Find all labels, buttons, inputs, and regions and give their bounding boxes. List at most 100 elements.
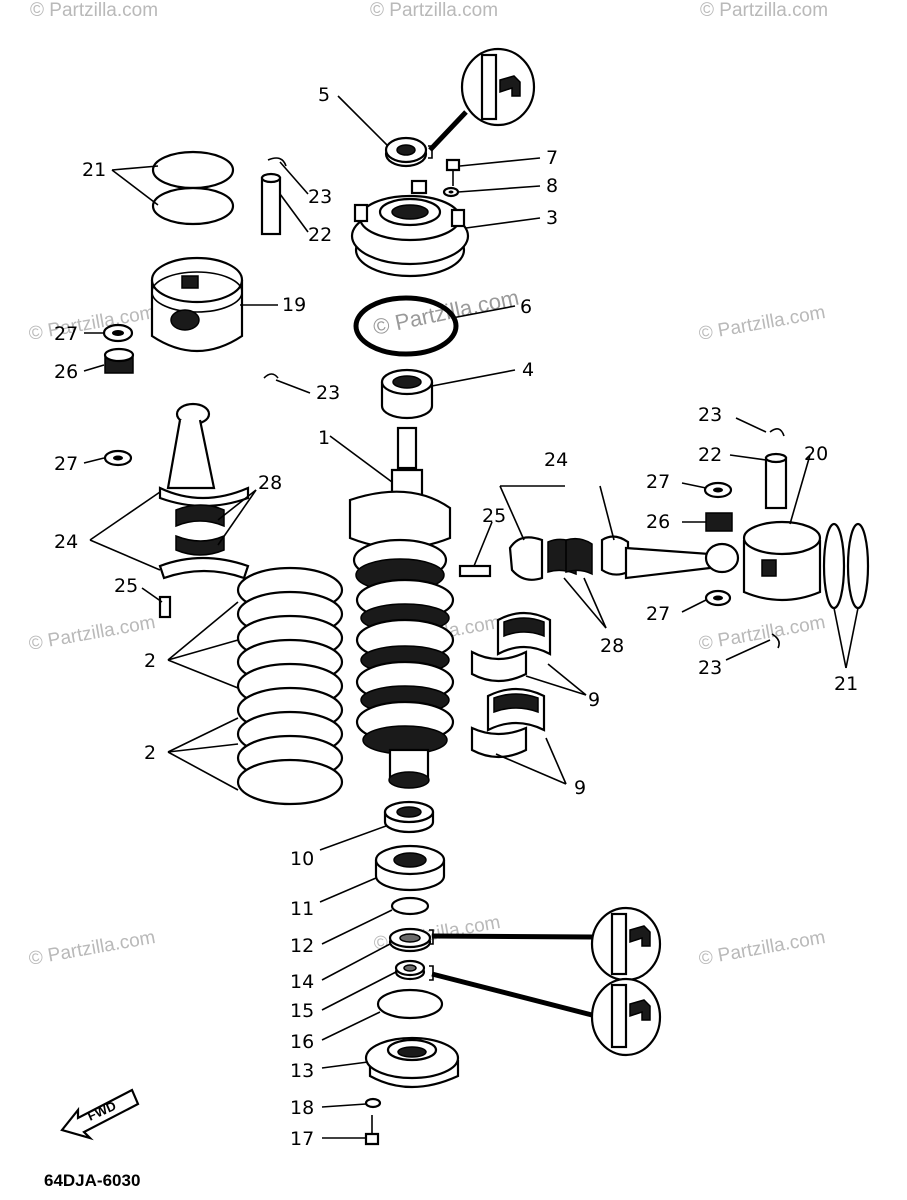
label-27-left-top[interactable]: 27 (54, 323, 78, 345)
grease-callout-lower-2[interactable] (431, 971, 662, 1057)
label-28-right[interactable]: 28 (600, 635, 624, 657)
piston-19[interactable] (150, 256, 244, 352)
rod-bolt-25-right[interactable] (458, 564, 492, 578)
watermark: © Partzilla.com (30, 0, 158, 21)
oil-seal-15[interactable] (394, 959, 434, 981)
fwd-arrow-icon: FWD (60, 1088, 140, 1141)
label-22-right[interactable]: 22 (698, 444, 722, 466)
diagram-code: 64DJA-6030 (44, 1171, 140, 1190)
watermark: © Partzilla.com (697, 302, 827, 345)
label-28-left[interactable]: 28 (258, 472, 282, 494)
bearing-10[interactable] (383, 800, 435, 834)
piston-rings-2[interactable] (236, 566, 344, 806)
label-13[interactable]: 13 (290, 1060, 314, 1082)
watermark: © Partzilla.com (27, 927, 157, 970)
piston-20[interactable] (742, 520, 822, 602)
watermark: © Partzilla.com (700, 0, 828, 21)
label-8[interactable]: 8 (546, 175, 558, 197)
piston-pin-22-left[interactable] (260, 172, 282, 236)
connecting-rod-24-left[interactable] (158, 402, 250, 508)
label-3[interactable]: 3 (546, 207, 558, 229)
label-4[interactable]: 4 (522, 359, 534, 381)
label-27-right-bottom[interactable]: 27 (646, 603, 670, 625)
circlip-23-left-top[interactable] (267, 157, 287, 167)
label-2-lower[interactable]: 2 (144, 742, 156, 764)
label-9-lower[interactable]: 9 (574, 777, 586, 799)
washer-27-right-top[interactable] (703, 481, 733, 499)
watermark: © Partzilla.com (370, 0, 498, 21)
bolt-7[interactable] (445, 158, 461, 186)
label-24-right[interactable]: 24 (544, 449, 568, 471)
rod-cap-24-left[interactable] (158, 556, 250, 580)
crankshaft-1[interactable] (348, 426, 455, 789)
label-1[interactable]: 1 (318, 427, 330, 449)
watermark: © Partzilla.com (697, 927, 827, 970)
label-15[interactable]: 15 (290, 1000, 314, 1022)
label-12[interactable]: 12 (290, 935, 314, 957)
part-labels: 5 7 8 3 6 4 1 21 23 22 19 27 26 23 27 28… (54, 84, 858, 1150)
lower-bearing-housing-13[interactable] (364, 1036, 460, 1089)
rod-bolt-25-left[interactable] (158, 595, 172, 619)
label-22-left[interactable]: 22 (308, 224, 332, 246)
needle-bearing-26-right[interactable] (705, 512, 733, 532)
label-23-left-top[interactable]: 23 (308, 186, 332, 208)
washer-18[interactable] (364, 1097, 382, 1109)
bearing-11[interactable] (374, 844, 446, 892)
label-11[interactable]: 11 (290, 898, 314, 920)
oil-seal-14[interactable] (388, 927, 434, 953)
label-10[interactable]: 10 (290, 848, 314, 870)
needle-bearing-26-left[interactable] (103, 347, 135, 374)
label-17[interactable]: 17 (290, 1128, 314, 1150)
label-5[interactable]: 5 (318, 84, 330, 106)
label-26-right[interactable]: 26 (646, 511, 670, 533)
needle-bearing-28-right[interactable] (547, 537, 593, 576)
circlip-23-right-bottom[interactable] (771, 633, 780, 649)
circlip-23-right-top[interactable] (769, 428, 785, 437)
needle-bearing-28-left[interactable] (175, 504, 225, 556)
oil-seal-5[interactable] (384, 136, 433, 168)
upper-bearing-housing-3[interactable] (350, 179, 470, 278)
watermark: © Partzilla.com (697, 612, 827, 655)
label-23-left-bottom[interactable]: 23 (316, 382, 340, 404)
label-19[interactable]: 19 (282, 294, 306, 316)
label-6[interactable]: 6 (520, 296, 532, 318)
label-23-right-bottom[interactable]: 23 (698, 657, 722, 679)
washer-8[interactable] (442, 186, 460, 198)
piston-pin-22-right[interactable] (764, 452, 788, 510)
circlip-12[interactable] (390, 896, 430, 916)
label-20[interactable]: 20 (804, 443, 828, 465)
label-21-left[interactable]: 21 (82, 159, 106, 181)
piston-ring-21-left[interactable] (151, 150, 235, 226)
o-ring-16[interactable] (376, 988, 444, 1020)
label-18[interactable]: 18 (290, 1097, 314, 1119)
label-24-left[interactable]: 24 (54, 531, 78, 553)
washer-27-left-top[interactable] (102, 323, 134, 343)
circlip-23-left-bottom[interactable] (263, 373, 279, 379)
label-25-right[interactable]: 25 (482, 505, 506, 527)
washer-27-right-bottom[interactable] (704, 589, 732, 607)
main-bearing-9-lower[interactable] (470, 687, 546, 759)
o-ring-6[interactable] (353, 295, 459, 357)
label-14[interactable]: 14 (290, 971, 314, 993)
label-27-right-top[interactable]: 27 (646, 471, 670, 493)
grease-callout-lower-1[interactable] (431, 906, 662, 982)
piston-ring-21-right[interactable] (822, 522, 870, 610)
rod-cap-24-right[interactable] (508, 536, 544, 581)
label-25-left[interactable]: 25 (114, 575, 138, 597)
label-9-upper[interactable]: 9 (588, 689, 600, 711)
label-21-right[interactable]: 21 (834, 673, 858, 695)
connecting-rod-24-right[interactable] (600, 535, 740, 580)
label-26-left[interactable]: 26 (54, 361, 78, 383)
label-16[interactable]: 16 (290, 1031, 314, 1053)
label-2-upper[interactable]: 2 (144, 650, 156, 672)
washer-27-left-bottom[interactable] (103, 449, 133, 467)
leader-lines (83, 95, 859, 1139)
label-7[interactable]: 7 (546, 147, 558, 169)
label-23-right-top[interactable]: 23 (698, 404, 722, 426)
grease-callout-top[interactable] (428, 47, 536, 152)
bolt-17[interactable] (364, 1115, 380, 1146)
label-27-left-bottom[interactable]: 27 (54, 453, 78, 475)
main-bearing-9-upper[interactable] (470, 611, 552, 683)
bearing-4[interactable] (380, 368, 434, 420)
